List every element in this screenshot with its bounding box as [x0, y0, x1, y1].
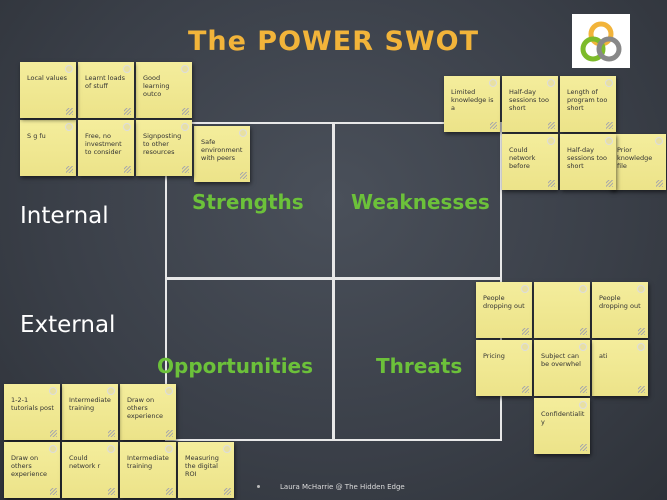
close-icon[interactable]	[181, 65, 189, 73]
note-text: Prior knowledge file	[617, 146, 653, 170]
note-text: ati	[599, 352, 608, 360]
sticky-note[interactable]: ati	[592, 340, 648, 396]
note-text: Free, no investment to consider	[85, 132, 122, 156]
note-text: Pricing	[483, 352, 505, 360]
note-text: Subject can be overwhel	[541, 352, 581, 368]
close-icon[interactable]	[65, 123, 73, 131]
note-text: Measuring the digital ROI	[185, 454, 219, 478]
close-icon[interactable]	[579, 401, 587, 409]
close-icon[interactable]	[521, 343, 529, 351]
close-icon[interactable]	[123, 65, 131, 73]
note-text: Learnt loads of stuff	[85, 74, 126, 90]
label-internal: Internal	[20, 203, 109, 229]
close-icon[interactable]	[637, 343, 645, 351]
sticky-note[interactable]: Limited knowledge is a	[444, 76, 500, 132]
sticky-note[interactable]: Half-day sessions too short	[502, 76, 558, 132]
close-icon[interactable]	[223, 445, 231, 453]
sticky-note[interactable]: Could network r	[62, 442, 118, 498]
close-icon[interactable]	[181, 123, 189, 131]
sticky-note[interactable]: Measuring the digital ROI	[178, 442, 234, 498]
close-icon[interactable]	[107, 445, 115, 453]
note-text: Safe environment with peers	[201, 138, 243, 162]
close-icon[interactable]	[547, 79, 555, 87]
note-text: Good learning outco	[143, 74, 170, 98]
sticky-note[interactable]: S g fu	[20, 120, 76, 176]
sticky-note[interactable]: Subject can be overwhel	[534, 340, 590, 396]
note-text: Limited knowledge is a	[451, 88, 494, 112]
slide-title: The POWER SWOT	[187, 26, 480, 57]
note-text: Length of program too short	[567, 88, 608, 112]
close-icon[interactable]	[49, 445, 57, 453]
sticky-note[interactable]: Safe environment with peers	[194, 126, 250, 182]
quadrant-threats: Threats	[376, 354, 463, 378]
note-text: Could network r	[69, 454, 101, 470]
label-external: External	[20, 312, 116, 338]
sticky-note[interactable]: Local values	[20, 62, 76, 118]
footer-credit: Laura McHarrie @ The Hidden Edge	[280, 483, 405, 491]
sticky-note[interactable]: Signposting to other resources	[136, 120, 192, 176]
sticky-note[interactable]: People dropping out	[592, 282, 648, 338]
note-text: S g fu	[27, 132, 46, 140]
note-text: Could network before	[509, 146, 536, 170]
close-icon[interactable]	[65, 65, 73, 73]
note-text: Half-day sessions too short	[567, 146, 608, 170]
close-icon[interactable]	[637, 285, 645, 293]
close-icon[interactable]	[49, 387, 57, 395]
close-icon[interactable]	[489, 79, 497, 87]
sticky-note[interactable]: Prior knowledge file	[610, 134, 666, 190]
linked-rings-logo-icon	[580, 21, 622, 62]
sticky-note[interactable]: Intermediate training	[62, 384, 118, 440]
close-icon[interactable]	[547, 137, 555, 145]
close-icon[interactable]	[605, 79, 613, 87]
sticky-note[interactable]: People dropping out	[476, 282, 532, 338]
close-icon[interactable]	[239, 129, 247, 137]
note-text: Signposting to other resources	[143, 132, 182, 156]
bullet-icon	[257, 485, 260, 488]
sticky-note[interactable]: Free, no investment to consider	[78, 120, 134, 176]
close-icon[interactable]	[655, 137, 663, 145]
sticky-note[interactable]: Confidentiality	[534, 398, 590, 454]
note-text: People dropping out	[483, 294, 525, 310]
grid-line	[500, 122, 502, 441]
quadrant-strengths: Strengths	[192, 190, 304, 214]
grid-line	[332, 122, 335, 441]
close-icon[interactable]	[579, 285, 587, 293]
grid-line	[165, 277, 502, 280]
note-text: Confidentiality	[541, 410, 585, 426]
close-icon[interactable]	[605, 137, 613, 145]
sticky-note[interactable]	[534, 282, 590, 338]
close-icon[interactable]	[521, 285, 529, 293]
close-icon[interactable]	[165, 387, 173, 395]
note-text: People dropping out	[599, 294, 641, 310]
sticky-note[interactable]: Draw on others experience	[120, 384, 176, 440]
sticky-note[interactable]: Intermediate training	[120, 442, 176, 498]
note-text: Intermediate training	[69, 396, 111, 412]
close-icon[interactable]	[165, 445, 173, 453]
close-icon[interactable]	[579, 343, 587, 351]
sticky-note[interactable]: Pricing	[476, 340, 532, 396]
note-text: Draw on others experience	[127, 396, 164, 420]
quadrant-weaknesses: Weaknesses	[351, 190, 490, 214]
note-text: Half-day sessions too short	[509, 88, 550, 112]
close-icon[interactable]	[123, 123, 131, 131]
note-text: Draw on others experience	[11, 454, 48, 478]
logo	[572, 14, 630, 68]
sticky-note[interactable]: Learnt loads of stuff	[78, 62, 134, 118]
note-text: 1-2-1 tutorials post	[11, 396, 54, 412]
grid-line	[165, 122, 167, 441]
note-text: Local values	[27, 74, 68, 82]
sticky-note[interactable]: Could network before	[502, 134, 558, 190]
sticky-note[interactable]: Length of program too short	[560, 76, 616, 132]
sticky-note[interactable]: 1-2-1 tutorials post	[4, 384, 60, 440]
note-text: Intermediate training	[127, 454, 169, 470]
close-icon[interactable]	[107, 387, 115, 395]
sticky-note[interactable]: Half-day sessions too short	[560, 134, 616, 190]
sticky-note[interactable]: Good learning outco	[136, 62, 192, 118]
quadrant-opportunities: Opportunities	[157, 354, 314, 378]
sticky-note[interactable]: Draw on others experience	[4, 442, 60, 498]
